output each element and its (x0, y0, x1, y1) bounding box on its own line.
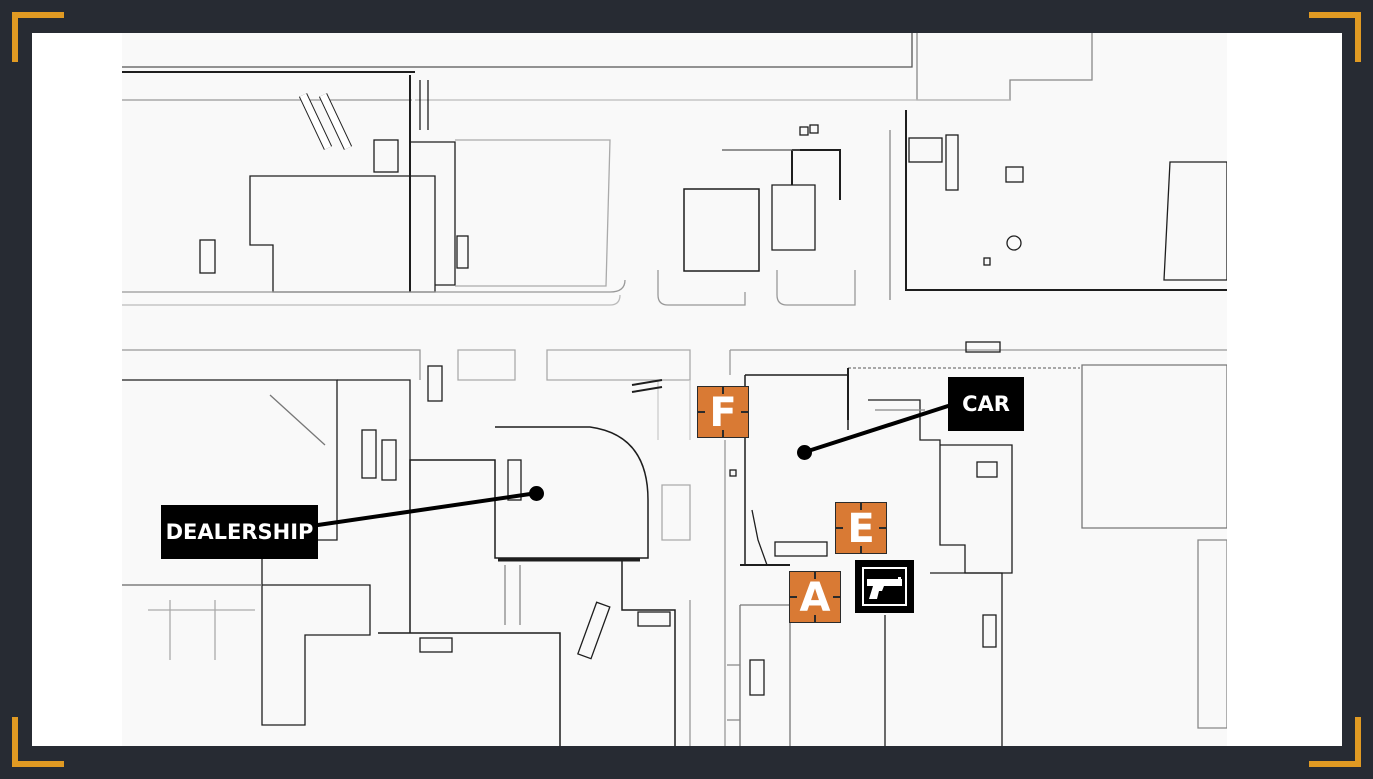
marker-a-label: A (799, 575, 831, 621)
callout-dealership-label: DEALERSHIP (165, 520, 314, 544)
pistol-icon[interactable] (855, 560, 914, 613)
map-canvas[interactable] (122, 33, 1227, 746)
car-location-dot[interactable] (797, 445, 812, 460)
bracket-corner-icon (12, 12, 64, 62)
callout-car-label: CAR (962, 392, 1010, 416)
marker-a[interactable]: A (789, 571, 841, 623)
bracket-corner-icon (1309, 717, 1361, 767)
callout-car[interactable]: CAR (948, 377, 1024, 431)
marker-e[interactable]: E (835, 502, 887, 554)
marker-f-label: F (709, 390, 737, 436)
bracket-corner-icon (12, 717, 64, 767)
map-linework (122, 33, 1227, 746)
marker-f[interactable]: F (697, 386, 749, 438)
dealership-location-dot[interactable] (529, 486, 544, 501)
marker-e-label: E (847, 506, 875, 552)
callout-dealership[interactable]: DEALERSHIP (161, 505, 318, 559)
bracket-corner-icon (1309, 12, 1361, 62)
